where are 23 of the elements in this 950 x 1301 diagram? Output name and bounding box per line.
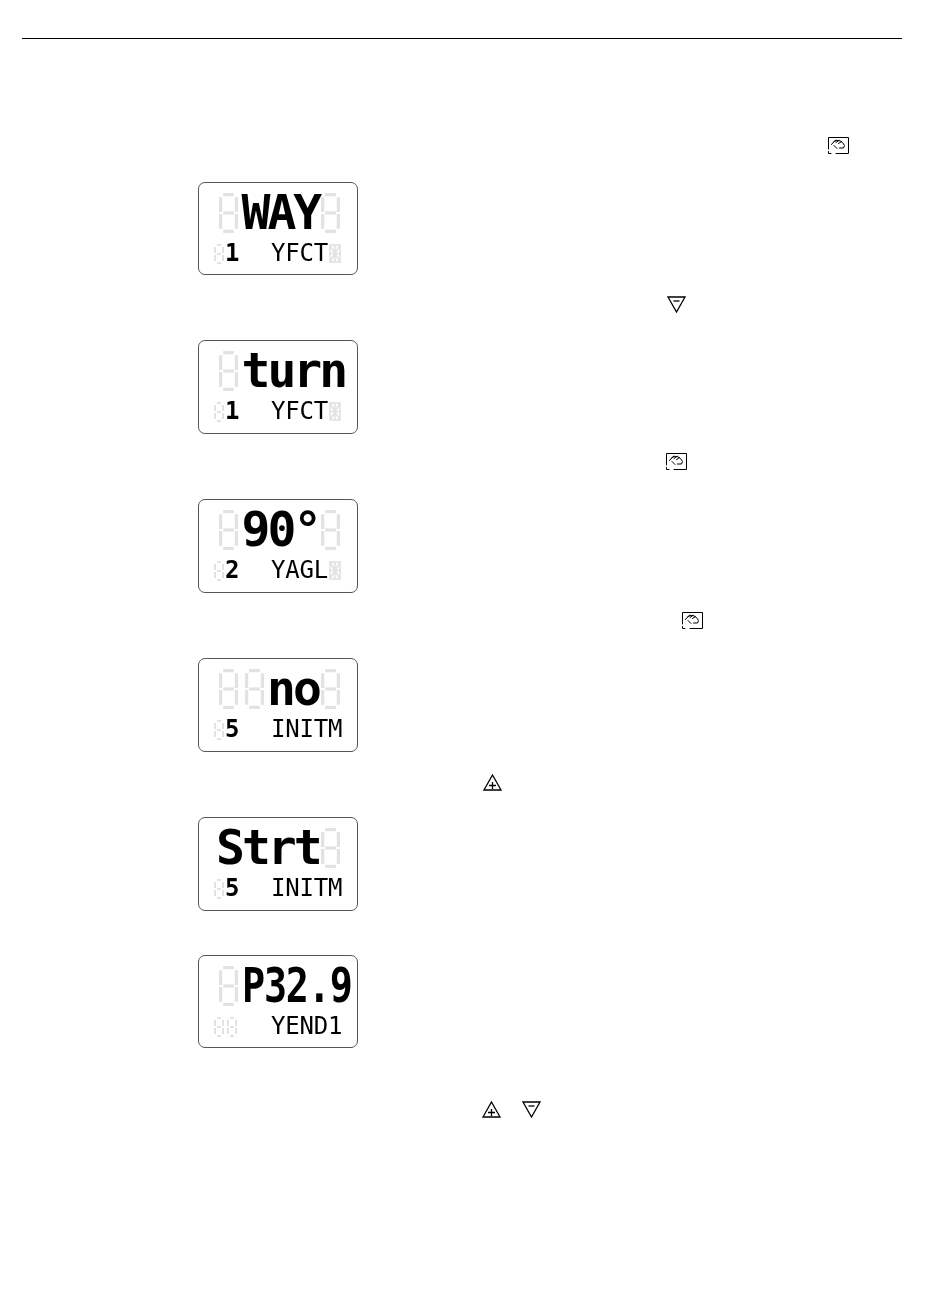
lcd-parameter-name: YFCT	[271, 241, 329, 265]
lcd-display-panel	[198, 182, 358, 275]
lcd-display-panel	[198, 658, 358, 752]
lcd-parameter-name: YEND1	[271, 1014, 344, 1038]
lcd-value: no	[267, 664, 320, 712]
lcd-value: WAY	[241, 188, 321, 236]
lcd-parameter-name: YAGL	[271, 558, 329, 582]
lcd-display-panel	[198, 340, 358, 434]
lcd-parameter-number: 5	[225, 717, 240, 741]
lcd-value: Strt	[216, 823, 321, 871]
lcd-parameter-number: 1	[225, 241, 240, 265]
lcd-display-panel	[198, 817, 358, 911]
lcd-value: turn	[241, 346, 347, 394]
lcd-parameter-number: 5	[225, 876, 240, 900]
lcd-parameter-name: YFCT	[271, 399, 329, 423]
lcd-parameter-number: 2	[225, 558, 240, 582]
lcd-display-panel	[198, 955, 358, 1048]
lcd-display-panel	[198, 499, 358, 593]
lcd-value: P32.9	[241, 961, 353, 1009]
lcd-parameter-name: INITM	[271, 717, 344, 741]
lcd-parameter-name: INITM	[271, 876, 344, 900]
lcd-parameter-number: 1	[225, 399, 240, 423]
lcd-value: 90°	[241, 505, 321, 553]
